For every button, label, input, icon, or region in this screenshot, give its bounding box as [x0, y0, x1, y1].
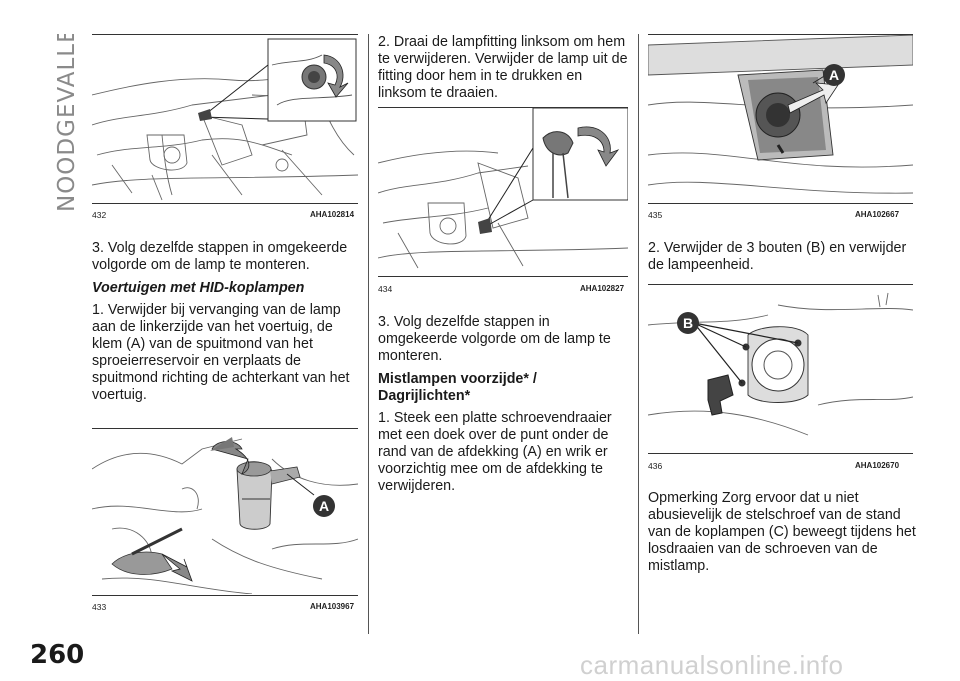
- text-block: Opmerking Zorg ervoor dat u niet abusiev…: [648, 490, 918, 575]
- figure-top-rule: [648, 284, 913, 285]
- text-block: 3. Volg dezelfde stappen in omgekeerde v…: [378, 314, 632, 495]
- figure-code: AHA102814: [310, 210, 355, 219]
- section-heading: Mistlampen voorzijde* / Dagrijlichten*: [378, 371, 537, 404]
- figure-top-rule: [92, 34, 358, 35]
- figure-435-illustration: A: [648, 35, 913, 203]
- section-tab: NOODGEVALLEN: [54, 34, 80, 212]
- figure-433-illustration: A: [92, 429, 358, 594]
- watermark: carmanualsonline.info: [580, 650, 844, 680]
- figure-top-rule: [648, 34, 913, 35]
- callout-letter: B: [683, 315, 693, 331]
- figure-436-illustration: B: [648, 285, 913, 453]
- note-text: Opmerking Zorg ervoor dat u niet abusiev…: [648, 490, 916, 574]
- figure-bottom-rule: [648, 203, 913, 204]
- callout-letter: A: [829, 67, 839, 83]
- figure-top-rule: [92, 428, 358, 429]
- figure-bottom-rule: [92, 595, 358, 596]
- figure-number: 432: [92, 210, 107, 220]
- figure-code: AHA102827: [580, 284, 625, 293]
- text-block: 2. Draai de lampfitting linksom om hem t…: [378, 34, 632, 102]
- figure-number: 436: [648, 461, 663, 471]
- figure-bottom-rule: [92, 203, 358, 204]
- figure-number: 434: [378, 284, 393, 294]
- step-text: 1. Steek een platte schroevendraaier met…: [378, 410, 612, 494]
- figure-bottom-rule: [648, 453, 913, 454]
- callout-letter: A: [319, 498, 329, 514]
- page-number: 260: [30, 640, 85, 670]
- text-block: 3. Volg dezelfde stappen in omgekeerde v…: [92, 240, 362, 404]
- step-text: 1. Verwijder bij vervanging van de lamp …: [92, 302, 350, 403]
- figure-top-rule: [378, 107, 628, 108]
- step-text: 2. Draai de lampfitting linksom om hem t…: [378, 34, 628, 101]
- figure-bottom-rule: [378, 276, 628, 277]
- figure-number: 435: [648, 210, 663, 220]
- step-text: 2. Verwijder de 3 bouten (B) en verwijde…: [648, 240, 907, 273]
- column-divider: [638, 34, 639, 634]
- figure-434-illustration: [378, 108, 628, 276]
- step-text: 3. Volg dezelfde stappen in omgekeerde v…: [92, 240, 348, 273]
- text-block: 2. Verwijder de 3 bouten (B) en verwijde…: [648, 240, 918, 274]
- figure-number: 433: [92, 602, 107, 612]
- figure-code: AHA102667: [855, 210, 900, 219]
- column-divider: [368, 34, 369, 634]
- step-text: 3. Volg dezelfde stappen in omgekeerde v…: [378, 314, 611, 364]
- section-heading: Voertuigen met HID-koplampen: [92, 280, 305, 296]
- figure-code: AHA103967: [310, 602, 355, 611]
- figure-code: AHA102670: [855, 461, 900, 470]
- figure-432-illustration: [92, 35, 358, 203]
